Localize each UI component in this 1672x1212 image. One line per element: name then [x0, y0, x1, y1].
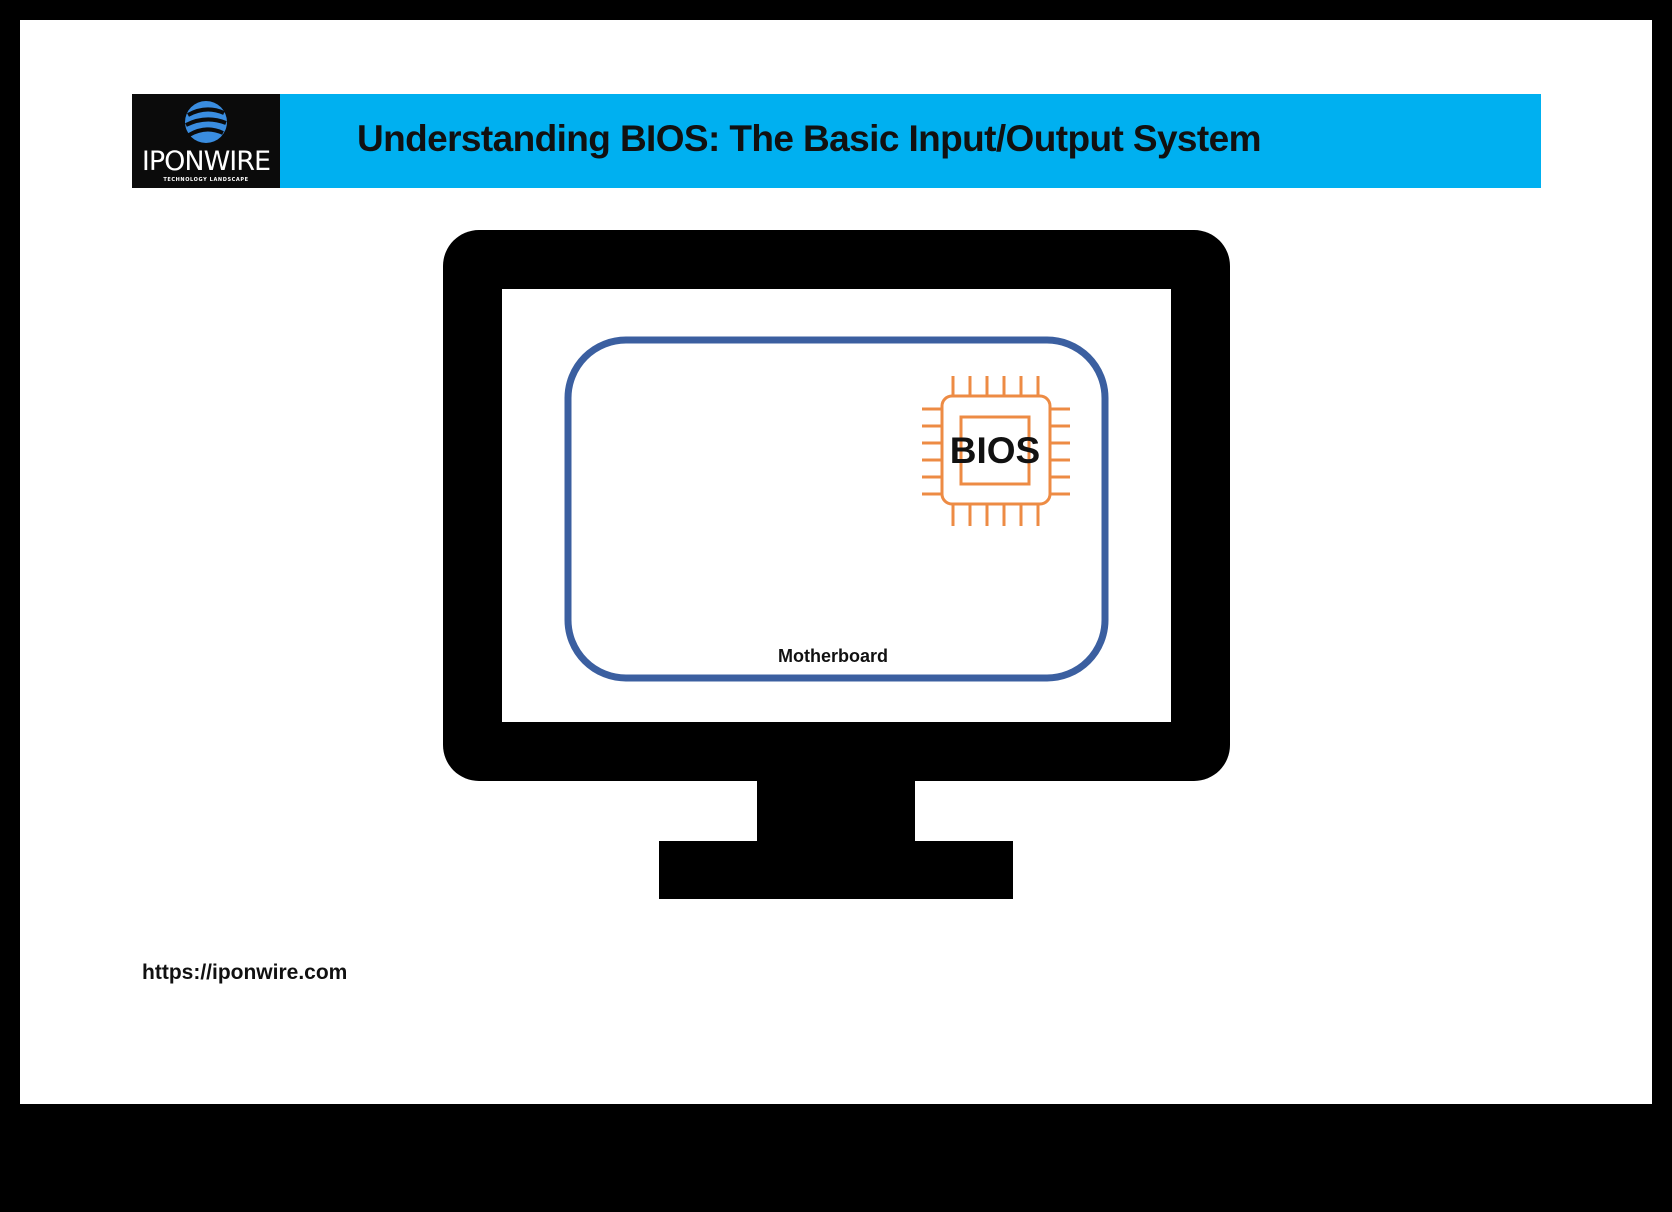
page-title: Understanding BIOS: The Basic Input/Outp…: [357, 118, 1262, 159]
globe-swirl-icon: [185, 101, 227, 143]
site-url: https://iponwire.com: [142, 961, 348, 984]
bios-diagram: Motherboard BIOS: [443, 230, 1230, 899]
logo-name: IPONWIRE: [141, 146, 271, 177]
chip-icon: [922, 376, 1070, 526]
monitor-base: [659, 841, 1013, 899]
slide: IPONWIRE TECHNOLOGY LANDSCAPE Understand…: [20, 20, 1652, 1104]
logo-tagline: TECHNOLOGY LANDSCAPE: [163, 177, 249, 183]
monitor-neck: [757, 781, 915, 841]
motherboard-outline: [564, 336, 1109, 682]
monitor-icon: [443, 230, 1230, 899]
monitor-screen: [502, 289, 1171, 722]
chip-core: [959, 415, 1031, 486]
logo: IPONWIRE TECHNOLOGY LANDSCAPE: [132, 94, 280, 188]
bios-label: BIOS: [950, 430, 1040, 471]
motherboard-label: Motherboard: [778, 646, 888, 666]
chip-body: [940, 394, 1052, 506]
header-bar: IPONWIRE TECHNOLOGY LANDSCAPE Understand…: [132, 94, 1541, 188]
